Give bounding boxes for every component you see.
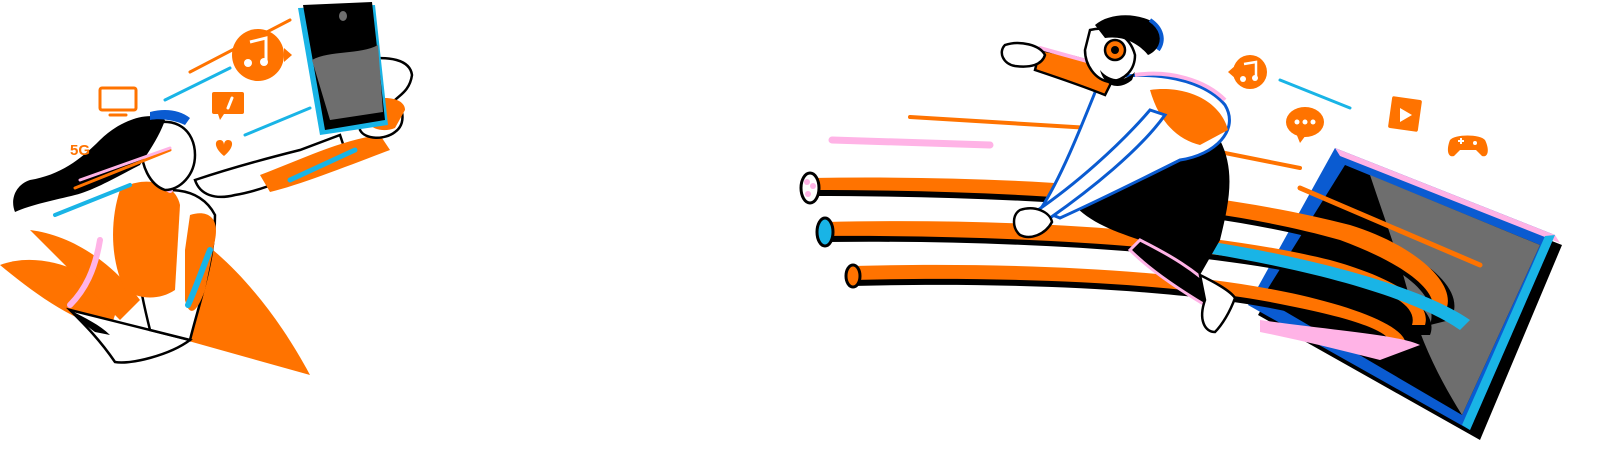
right-speed-line-3 [1297,185,1483,268]
left-skirt-black [70,310,110,335]
man-pants [1070,140,1230,275]
left-hair [13,116,165,212]
man-hair-blue [1148,18,1164,52]
cable-bottom-pink [1260,320,1420,360]
cable-middle-cyan [1200,240,1470,330]
left-speed-line-6 [78,146,172,182]
left-figure: 5G [0,2,414,375]
left-orange-wave [30,230,140,320]
video-icon [1388,96,1422,132]
phone [298,2,388,135]
right-speed-line-4 [1278,78,1352,110]
man-fist [1000,41,1047,68]
tv-icon [98,86,138,117]
man-jacket-pink [1134,71,1227,102]
chat-icon-right [1286,107,1324,143]
music-icon [232,29,292,81]
man-beard [1100,70,1135,86]
left-cyan-arm [185,247,213,308]
gamepad-icon [1447,135,1488,157]
left-speed-line-3 [243,106,312,137]
5g-label: 5G [70,142,90,159]
cable-end-bottom [844,263,862,289]
man-hand-lower [1012,207,1054,239]
left-speed-line-4 [73,148,172,190]
chat-icon [212,92,244,120]
right-figure [799,15,1562,440]
left-top-orange [113,181,180,298]
man-shoe [1198,272,1237,334]
man-hair [1095,15,1162,55]
tablet-cyan-edge [1462,235,1555,430]
music-icon-right [1228,55,1267,89]
left-hair-blue [150,110,190,125]
man-jacket-orange [1150,89,1228,145]
headphone-icon [1103,38,1127,62]
right-speed-line-1 [908,115,1092,130]
cable-end-middle [815,216,835,248]
left-pink-arm [67,237,103,308]
phone-camera [339,11,347,21]
left-speed-line-5 [53,183,132,217]
cable-bottom-orange [852,264,1406,348]
cable-top-orange [810,177,1448,312]
phone-screen [312,45,383,120]
tablet-pink-edge [1335,148,1560,243]
left-hand-cyan [287,147,358,183]
cable-middle-orange [825,221,1426,325]
left-skirt [65,307,193,364]
heart-icon [215,140,233,156]
man [1000,15,1237,334]
right-speed-line-pink [828,136,994,149]
left-dress-large [180,230,310,375]
cable-end-top [799,171,821,205]
left-speed-line-2 [163,66,232,102]
